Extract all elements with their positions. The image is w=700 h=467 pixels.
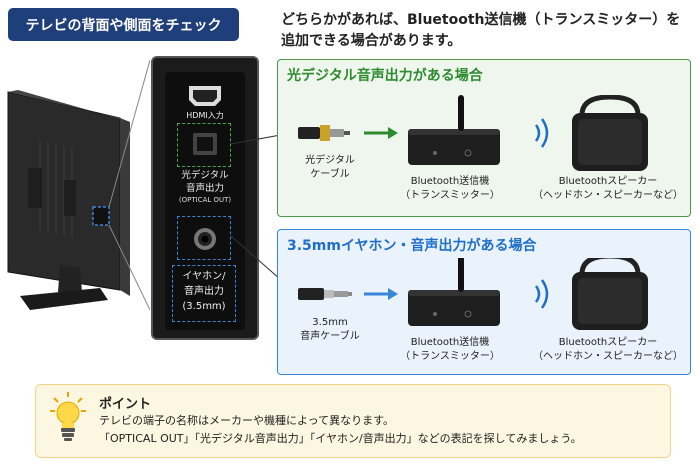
optical-port-icon <box>193 133 217 155</box>
tip-title: ポイント <box>99 397 152 412</box>
jack-section-title: 3.5mmイヤホン・音声出力がある場合 <box>287 238 537 254</box>
jack-speaker-caption: Bluetoothスピーカー （ヘッドホン・スピーカーなど） <box>533 336 683 364</box>
optical-section-title: 光デジタル音声出力がある場合 <box>287 68 483 84</box>
intro-line-1: どちらかがあれば、Bluetooth送信機（トランスミッター）を <box>281 12 681 28</box>
optical-cable-icon <box>298 125 350 141</box>
lightbulb-icon <box>50 392 86 441</box>
jack-port-highlight <box>177 216 231 260</box>
hdmi-port-icon <box>189 86 221 106</box>
optical-transmitter-caption-line-2: （トランスミッター） <box>400 190 500 201</box>
jack-cable-caption-line-2: 音声ケーブル <box>300 331 360 342</box>
jack-port-label: イヤホン/ 音声出力 (3.5mm) <box>172 269 236 314</box>
jack-cable-caption: 3.5mm 音声ケーブル <box>295 316 365 344</box>
optical-speaker-caption: Bluetoothスピーカー （ヘッドホン・スピーカーなど） <box>533 175 683 203</box>
tv-illustration <box>7 60 150 310</box>
jack-speaker-caption-line-2: （ヘッドホン・スピーカーなど） <box>533 351 683 362</box>
optical-label-line-1: 光デジタル <box>181 170 229 181</box>
check-label: テレビの背面や側面をチェック <box>8 8 239 41</box>
jack-transmitter-caption: Bluetooth送信機 （トランスミッター） <box>390 336 510 364</box>
intro-text: どちらかがあれば、Bluetooth送信機（トランスミッター）を 追加できる場合… <box>281 10 696 52</box>
jack-label-line-2: 音声出力 <box>184 286 224 297</box>
jack-cable-icon <box>298 288 352 300</box>
jack-label-highlight <box>172 265 236 322</box>
tip-line-1: テレビの端子の名称はメーカーや機種によって異なります。 <box>99 414 395 427</box>
jack-label-line-1: イヤホン/ <box>182 271 226 282</box>
jack-speaker-caption-line-1: Bluetoothスピーカー <box>558 337 658 348</box>
optical-cable-caption: 光デジタル ケーブル <box>295 154 365 182</box>
optical-speaker-caption-line-2: （ヘッドホン・スピーカーなど） <box>533 190 683 201</box>
jack-cable-caption-line-1: 3.5mm <box>312 317 348 328</box>
intro-line-2: 追加できる場合があります。 <box>281 33 462 49</box>
optical-speaker-caption-line-1: Bluetoothスピーカー <box>558 176 658 187</box>
optical-label-line-2: 音声出力 <box>185 183 224 194</box>
jack-arrow-icon <box>364 288 398 300</box>
optical-port-sublabel: (OPTICAL OUT) <box>178 196 232 204</box>
jack-transmitter-caption-line-2: （トランスミッター） <box>400 351 500 362</box>
optical-cable-caption-line-1: 光デジタル <box>305 155 355 166</box>
jack-transmitter-caption-line-1: Bluetooth送信機 <box>410 337 490 348</box>
tip-box <box>35 384 671 458</box>
optical-section-graphics <box>298 95 648 171</box>
port-panel-inner <box>165 72 245 330</box>
optical-port-highlight <box>177 123 231 167</box>
hdmi-label: HDMI入力 <box>186 111 224 120</box>
jack-port-icon <box>194 228 216 250</box>
optical-transmitter-icon <box>408 95 500 165</box>
optical-bluetooth-waves-icon <box>534 118 549 148</box>
tip-line-2: 「OPTICAL OUT」「光デジタル音声出力」「イヤホン/音声出力」などの表記… <box>99 432 582 445</box>
optical-arrow-icon <box>364 127 398 139</box>
jack-bluetooth-waves-icon <box>534 279 549 309</box>
optical-port-label: 光デジタル 音声出力 <box>163 169 247 195</box>
port-graphics <box>189 86 221 250</box>
jack-section-graphics <box>298 258 648 330</box>
jack-transmitter-icon <box>408 258 500 326</box>
optical-cable-caption-line-2: ケーブル <box>310 169 350 180</box>
optical-transmitter-caption-line-1: Bluetooth送信機 <box>410 176 490 187</box>
optical-speaker-icon <box>572 95 648 171</box>
jack-speaker-icon <box>572 258 648 330</box>
jack-label-line-3: (3.5mm) <box>182 301 226 312</box>
optical-transmitter-caption: Bluetooth送信機 （トランスミッター） <box>390 175 510 203</box>
